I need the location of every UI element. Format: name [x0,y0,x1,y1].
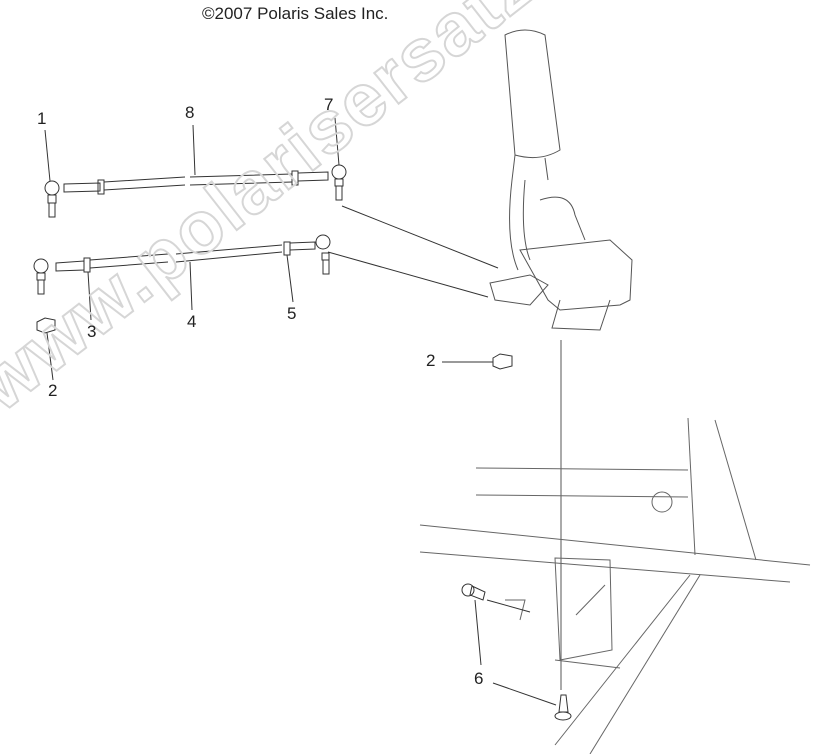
frame-mounting-bracket [419,417,811,754]
lower-shift-rod-assembly [33,234,331,321]
callout-2-right: 2 [426,351,436,370]
lock-nut-right [442,353,513,370]
callout-2-left: 2 [48,381,58,400]
lock-nut-left [36,317,56,381]
flange-bolt-lower [492,682,572,721]
callout-3: 3 [87,322,97,341]
callout-1: 1 [37,109,47,128]
flange-bolt-upper [461,583,531,666]
callout-8: 8 [185,103,195,122]
gear-shifter-assembly [489,29,633,690]
callout-4: 4 [187,312,197,331]
callout-7: 7 [324,95,334,114]
copyright-text: ©2007 Polaris Sales Inc. [202,4,389,23]
callout-5: 5 [287,304,297,323]
callout-6: 6 [474,669,484,688]
upper-shift-rod-assembly [44,117,347,218]
